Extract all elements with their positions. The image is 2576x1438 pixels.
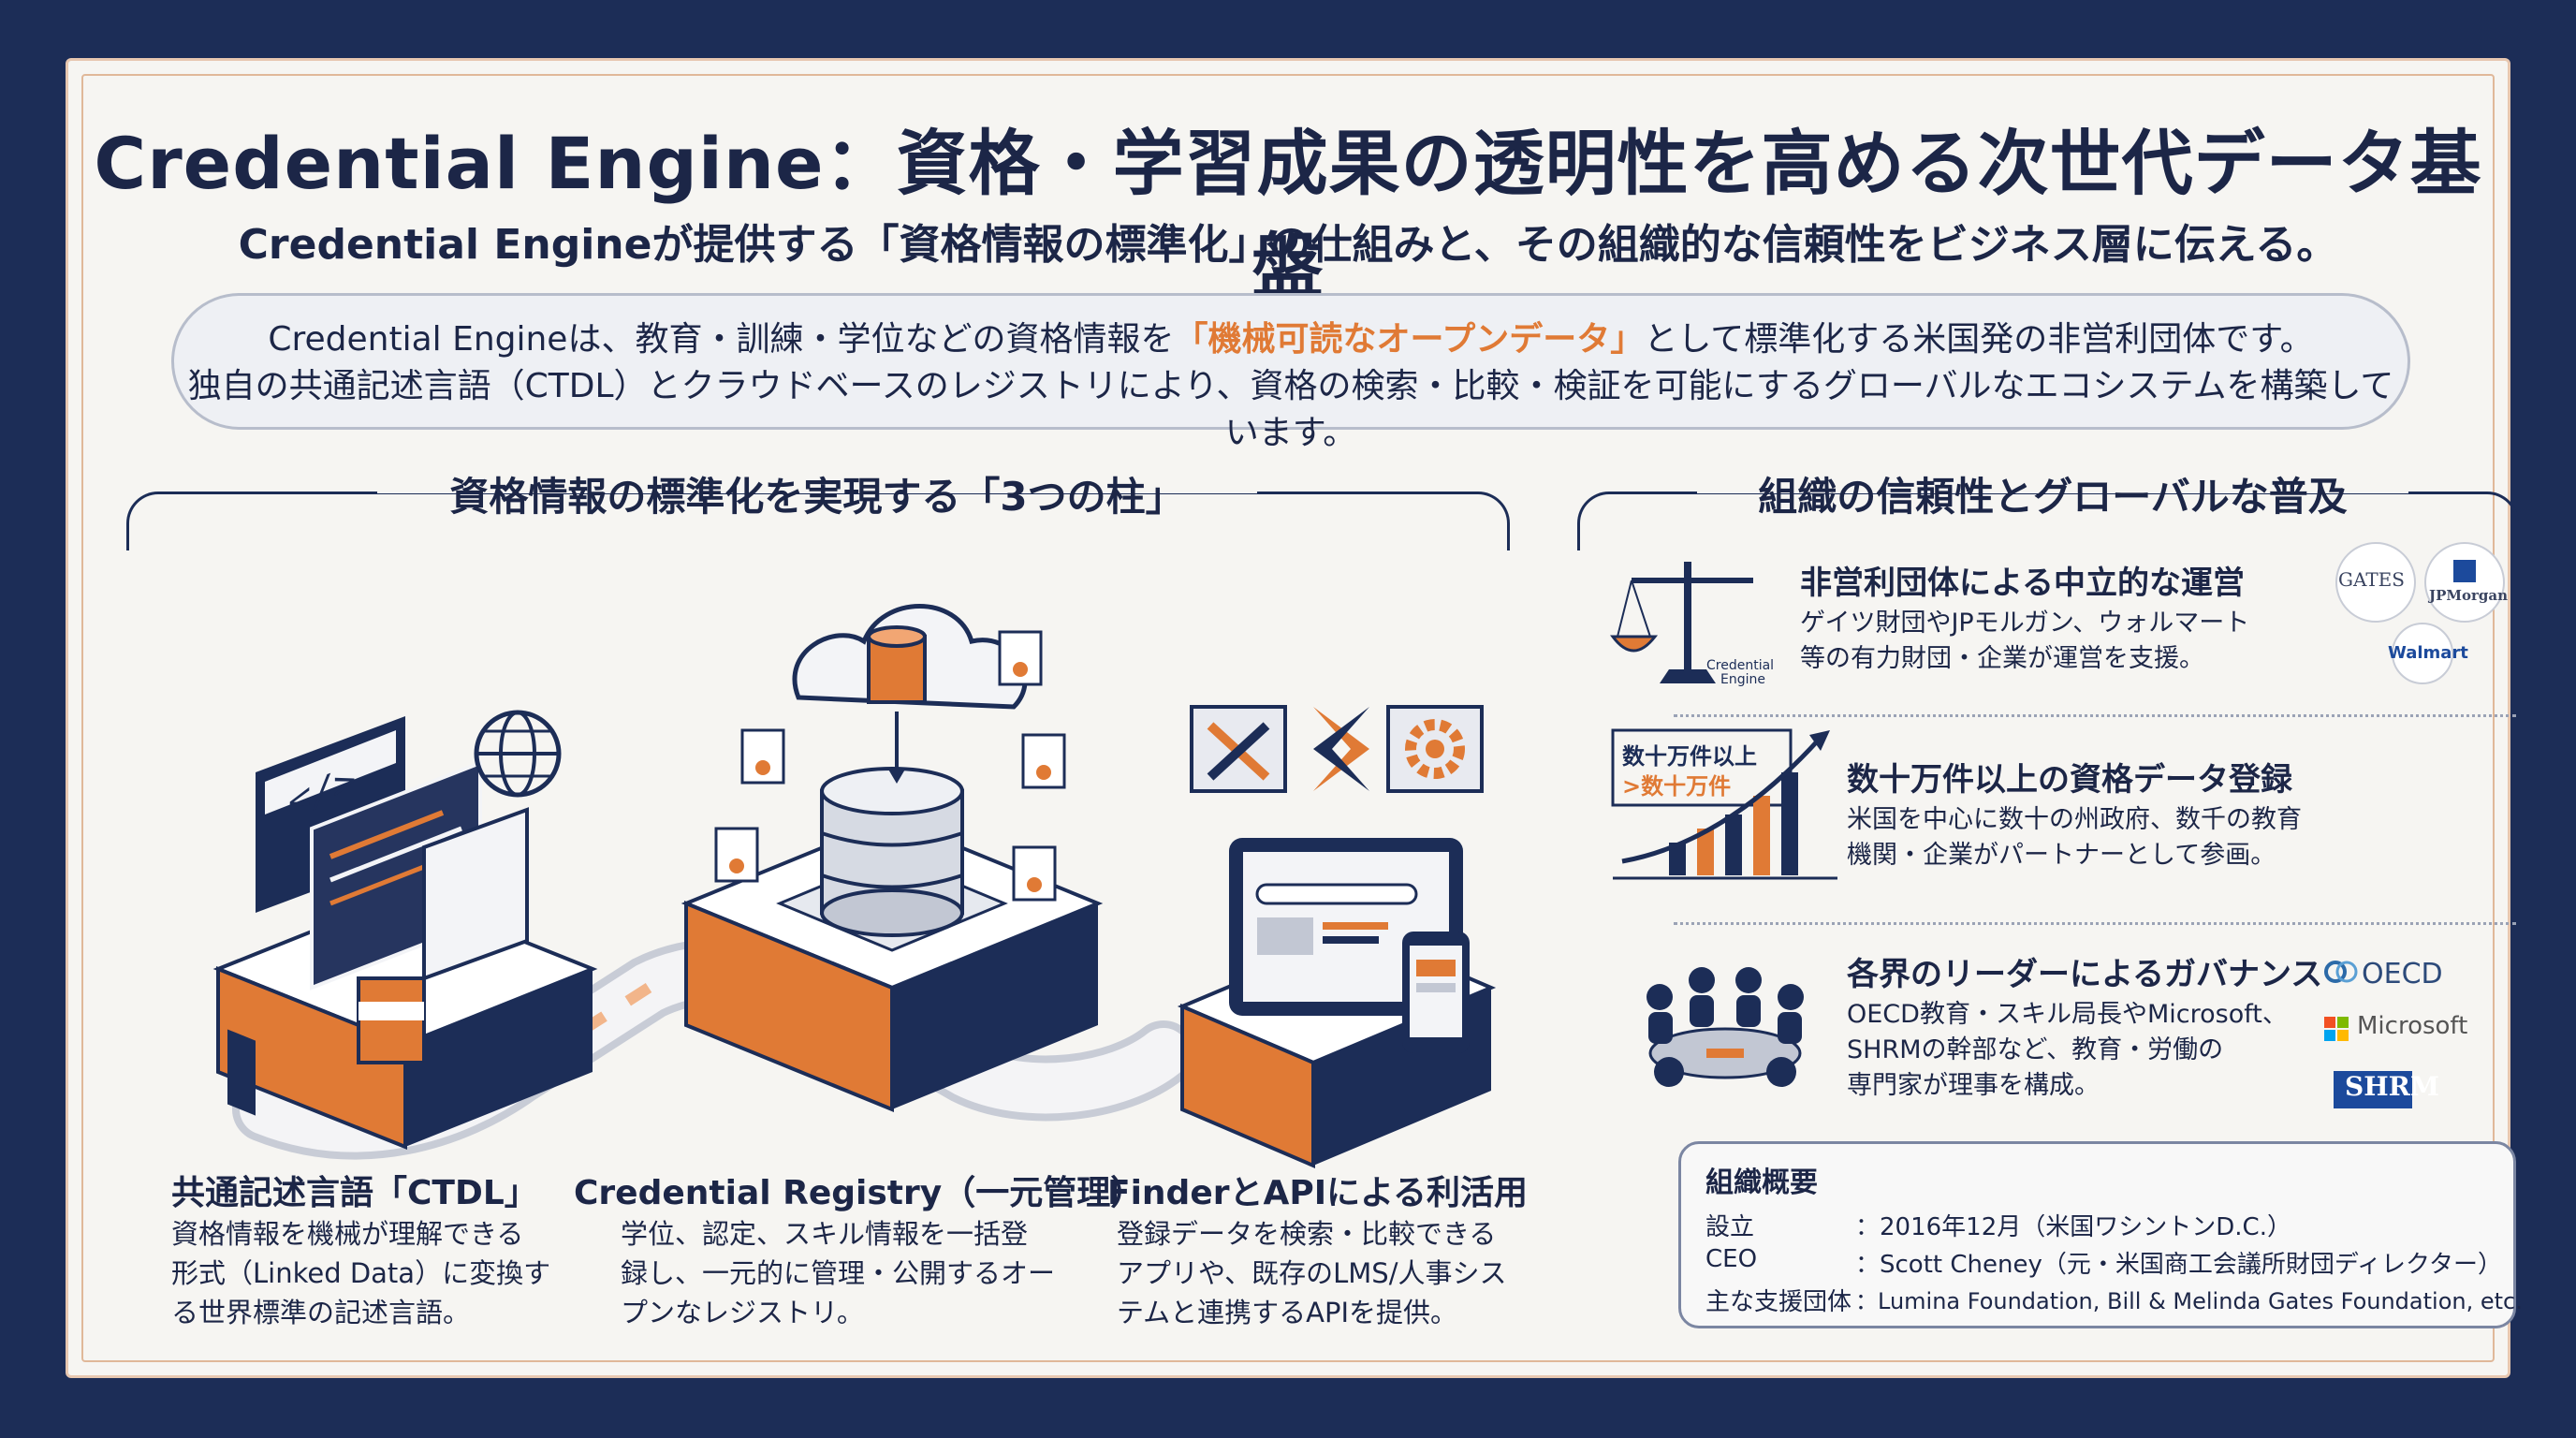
gear-icon — [1386, 705, 1484, 793]
scale-icon: Credential Engine — [1610, 562, 1774, 687]
neutral-operation-title: 非営利団体による中立的な運営 — [1800, 565, 2245, 602]
governance-title: 各界のリーダーによるガバナンス — [1847, 956, 2323, 993]
board-logos-marks — [2324, 961, 2412, 1108]
ctdl-platform — [212, 891, 598, 1150]
poster-frame: Credential Engine：資格・学習成果の透明性を高める次世代データ基… — [66, 58, 2523, 1378]
pillar-2-title: Credential Registry（一元管理） — [574, 1174, 1145, 1212]
globe-icon — [474, 710, 562, 798]
intro-line-1: Credential Engineは、教育・訓練・学位などの資格情報を「機械可読… — [268, 320, 2314, 359]
cloud-icon — [792, 604, 1028, 784]
database-icon — [820, 767, 964, 937]
overview-value-founded: ：2016年12月（米国ワシントンD.C.） — [1855, 1213, 2291, 1241]
separator-2 — [1674, 922, 2516, 925]
separator-1 — [1674, 714, 2516, 717]
intro-highlight: 「機械可読なオープンデータ」 — [1174, 320, 1645, 359]
jpmorgan-logo: JPMorgan — [2429, 587, 2509, 604]
meeting-icon — [1647, 967, 1804, 1087]
overview-key-founded: 設立 — [1705, 1213, 1755, 1241]
overview-key-ceo: CEO — [1705, 1245, 1758, 1273]
chart-label-1: 数十万件以上 — [1622, 743, 1757, 770]
pillar-2-desc: 学位、認定、スキル情報を一括登 録し、一元的に管理・公開するオー プンなレジスト… — [621, 1218, 1056, 1328]
svg-text:Engine: Engine — [1720, 672, 1765, 687]
oecd-logo: OECD — [2362, 958, 2443, 990]
page-subtitle: Credential Engineが提供する「資格情報の標準化」の仕組みと、その… — [238, 221, 2338, 269]
certificate-icons — [714, 630, 1066, 902]
governance-desc: OECD教育・スキル局長やMicrosoft、 SHRMの幹部など、教育・労働の… — [1847, 1000, 2288, 1100]
walmart-logo: Walmart — [2388, 643, 2468, 663]
organization-overview: 組織概要 設立 ：2016年12月（米国ワシントンD.C.） CEO ：Scot… — [1678, 1141, 2523, 1328]
data-registration-title: 数十万件以上の資格データ登録 — [1847, 761, 2292, 799]
growth-chart-icon — [1611, 728, 1837, 880]
pillars-illustration: </> — [212, 604, 1497, 1169]
pillar-1-title: 共通記述言語「CTDL」 — [171, 1174, 538, 1212]
left-section-heading: 資格情報の標準化を実現する「3つの柱」 — [449, 474, 1185, 520]
overview-value-supporters: ：Lumina Foundation, Bill & Melinda Gates… — [1855, 1288, 2523, 1314]
data-registration-desc: 米国を中心に数十の州政府、数千の教育 機関・企業がパートナーとして参画。 — [1847, 805, 2302, 870]
svg-text:Credential: Credential — [1706, 658, 1774, 673]
shrm-logo: SHRM — [2345, 1071, 2439, 1102]
overview-title: 組織概要 — [1705, 1167, 1818, 1199]
pillar-1-desc: 資格情報を機械が理解できる 形式（Linked Data）に変換す る世界標準の… — [171, 1218, 551, 1328]
intro-line-2: 独自の共通記述言語（CTDL）とクラウドベースのレジストリにより、資格の検索・比… — [187, 367, 2394, 452]
pillar-3-desc: 登録データを検索・比較できる アプリや、既存のLMS/人事シス テムと連携するA… — [1117, 1218, 1507, 1328]
inner-border — [81, 74, 2495, 1362]
page-title: Credential Engine：資格・学習成果の透明性を高める次世代データ基… — [94, 122, 2482, 308]
right-section-heading: 組織の信頼性とグローバルな普及 — [1758, 474, 2348, 520]
smartphone-icon — [1402, 932, 1470, 1053]
supporter-logos — [2335, 542, 2505, 684]
tools-icon — [1190, 705, 1287, 793]
pillar-3-title: FinderとAPIによる利活用 — [1107, 1174, 1529, 1212]
gates-logo: GATES — [2338, 568, 2405, 591]
neutral-operation-desc: ゲイツ財団やJPモルガン、ウォルマート 等の有力財団・企業が運営を支援。 — [1800, 609, 2250, 673]
network-icon — [1313, 707, 1369, 791]
microsoft-logo: Microsoft — [2357, 1012, 2468, 1040]
chart-label-2: >数十万件 — [1622, 773, 1732, 800]
code-window-icon: </> — [256, 716, 529, 1064]
overview-key-supporters: 主な支援団体 — [1705, 1288, 1852, 1316]
overview-value-ceo: ：Scott Cheney（元・米国商工会議所財団ディレクター） — [1855, 1251, 2502, 1279]
intro-box: Credential Engineは、教育・訓練・学位などの資格情報を「機械可読… — [171, 293, 2410, 452]
